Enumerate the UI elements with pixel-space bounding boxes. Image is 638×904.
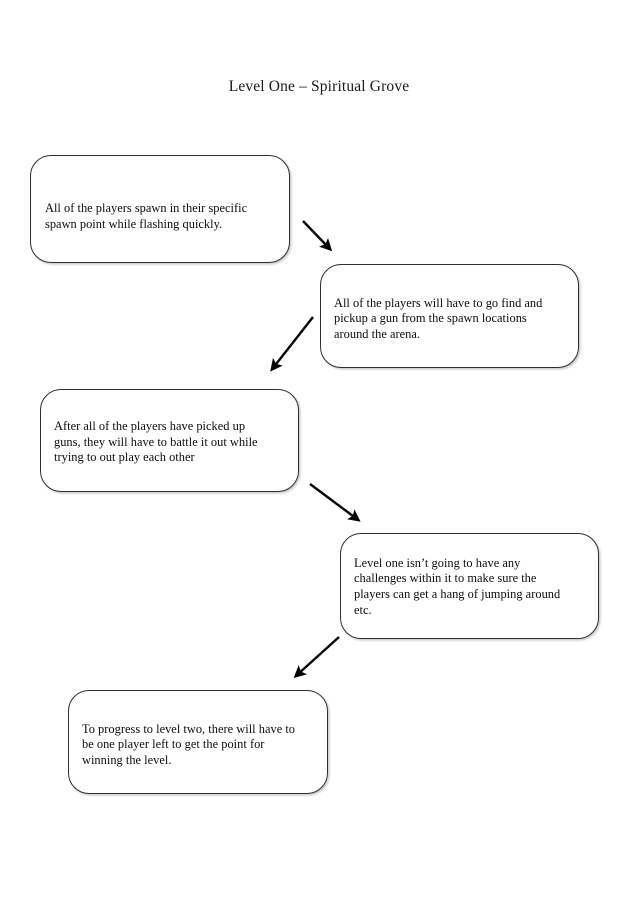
flow-node-step-5: To progress to level two, there will hav…: [68, 690, 328, 794]
arrow-step1-to-step2: [302, 220, 333, 252]
flow-node-step-3: After all of the players have picked up …: [40, 389, 299, 492]
flow-node-text: To progress to level two, there will hav…: [82, 721, 296, 767]
flow-node-text: After all of the players have picked up …: [54, 419, 258, 465]
arrow-step3-to-step4: [309, 483, 361, 522]
flow-node-text: All of the players spawn in their specif…: [45, 201, 248, 231]
flow-node-text: All of the players will have to go find …: [334, 295, 543, 341]
arrow-step2-to-step3: [270, 316, 314, 372]
flow-node-step-4: Level one isn’t going to have any challe…: [340, 533, 599, 639]
arrow-step4-to-step5: [293, 636, 340, 679]
page-title: Level One – Spiritual Grove: [228, 78, 410, 95]
flow-node-text: Level one isn’t going to have any challe…: [354, 555, 561, 617]
flow-node-step-2: All of the players will have to go find …: [320, 264, 579, 368]
flow-node-step-1: All of the players spawn in their specif…: [30, 155, 290, 263]
